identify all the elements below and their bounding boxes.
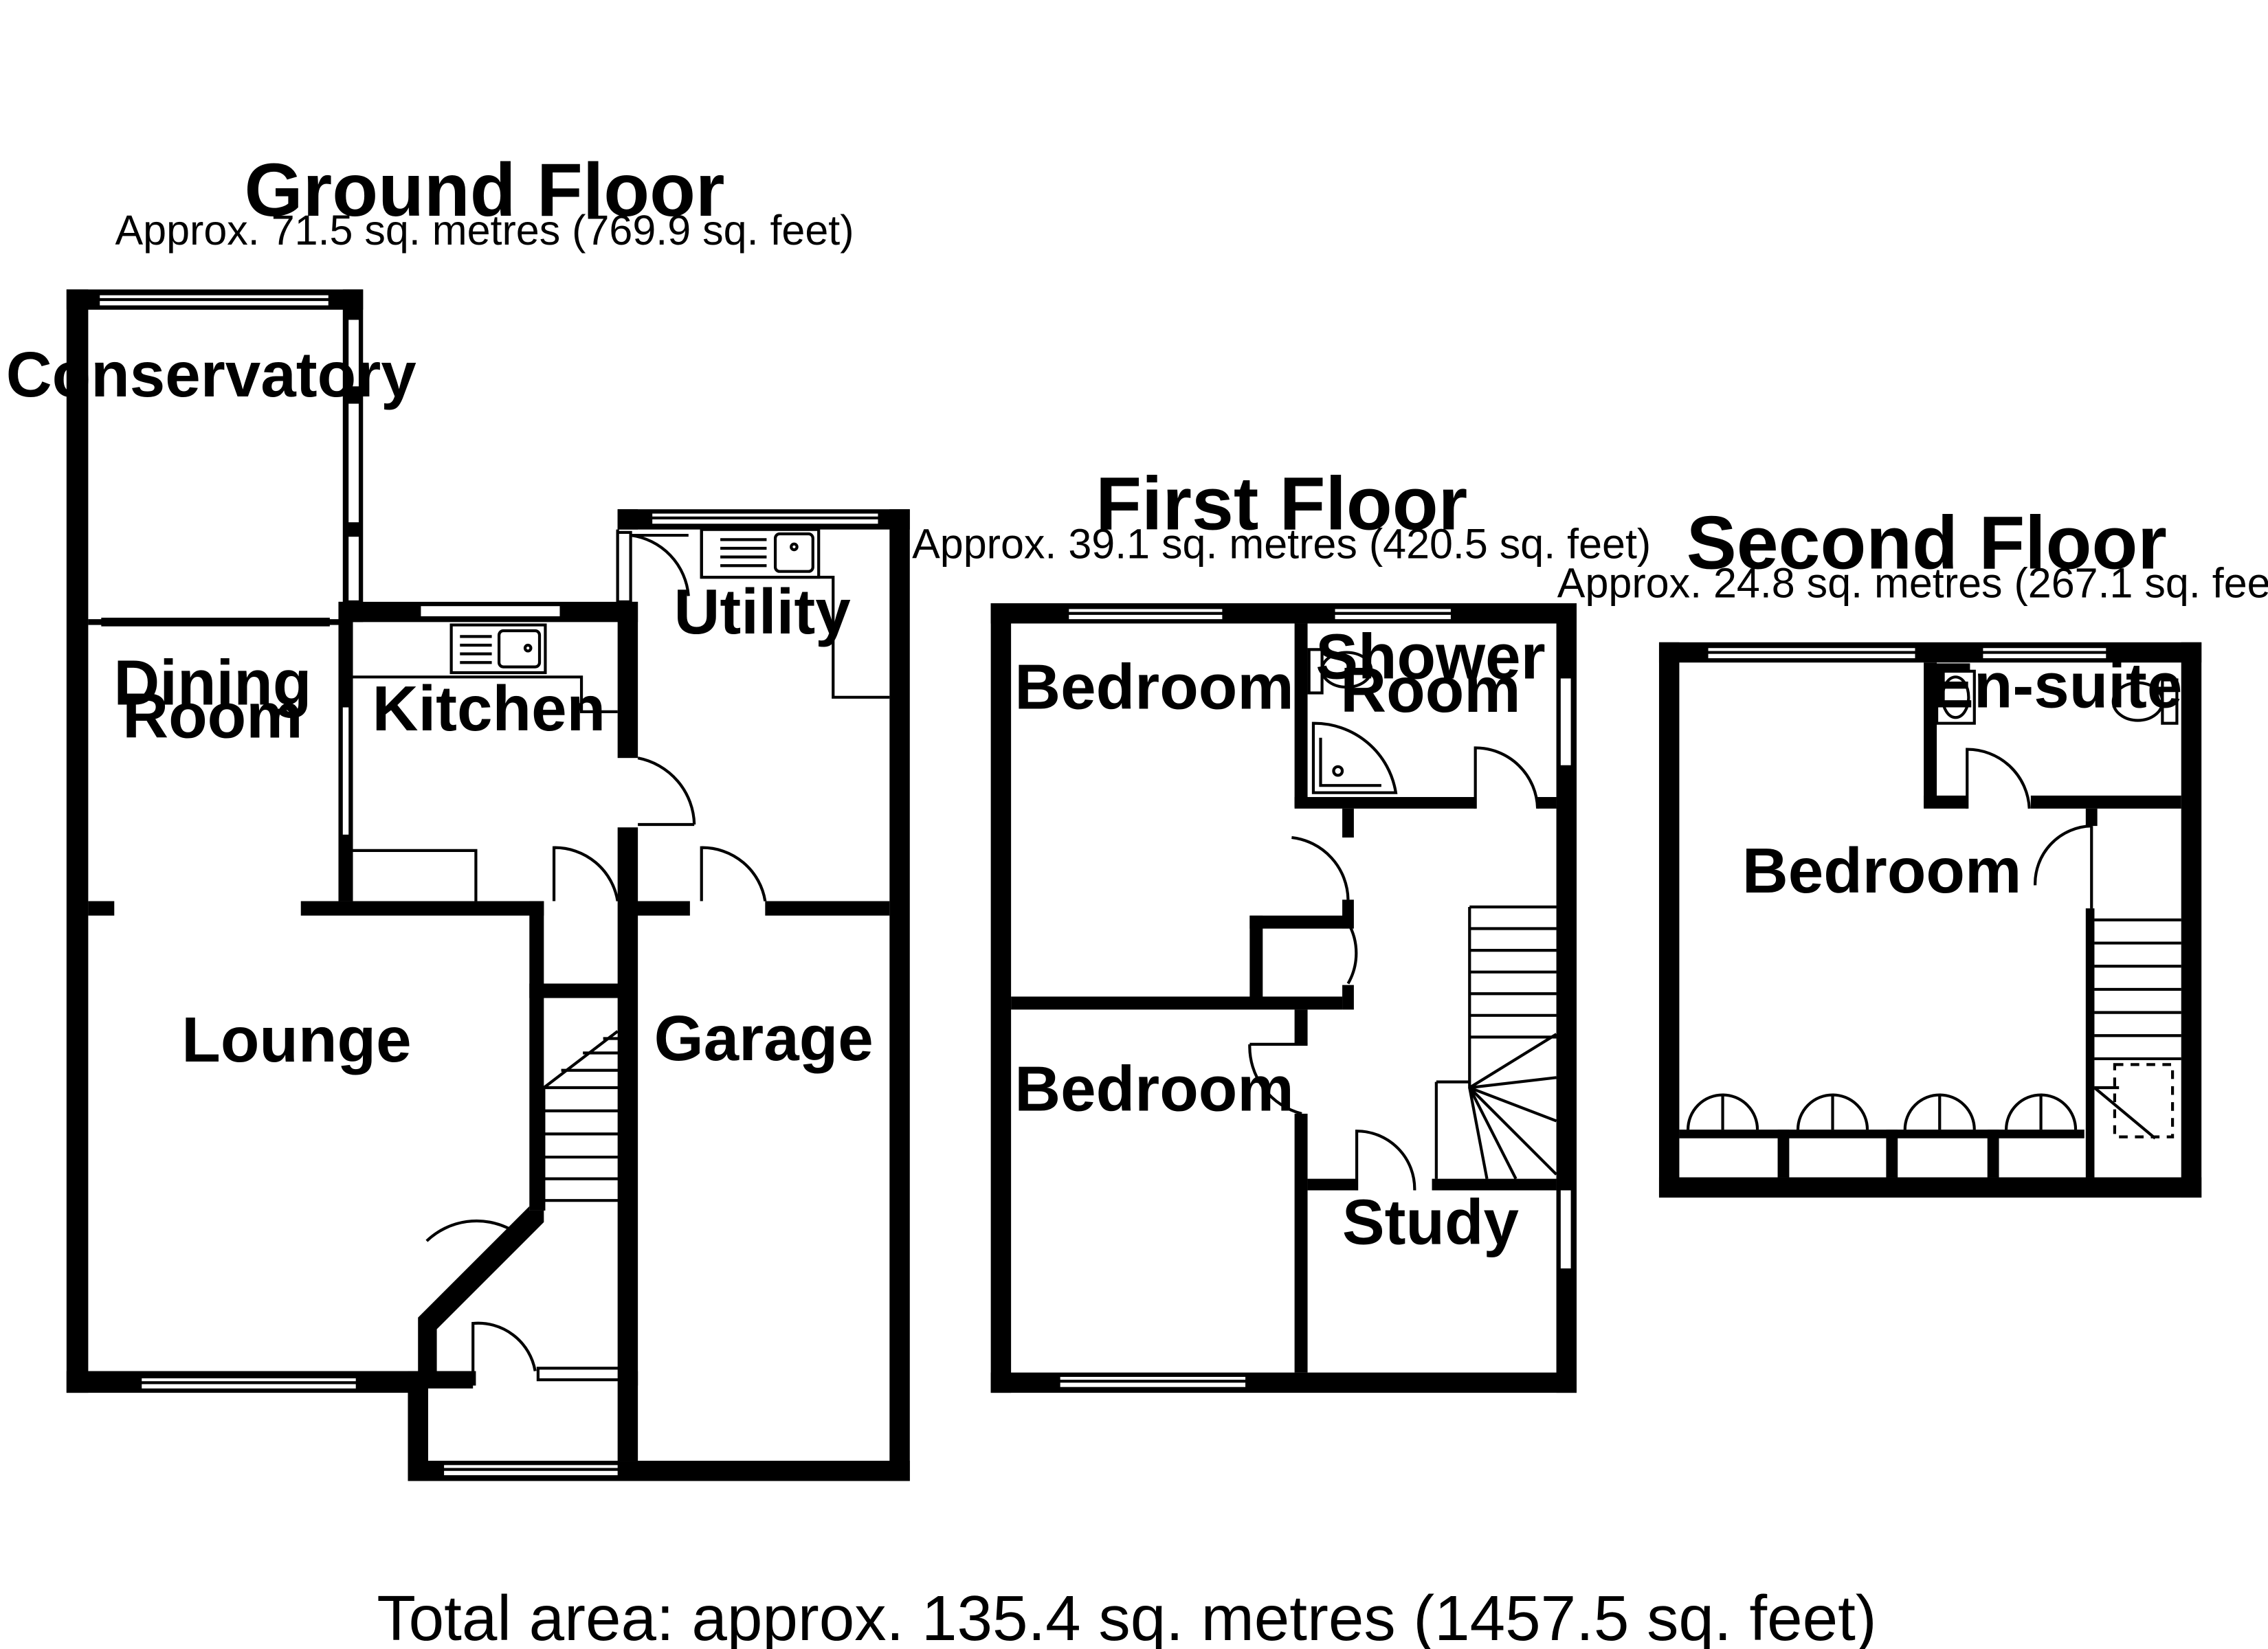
ground-floor-title: Ground Floor [245,148,725,232]
room-label-dining-line2: Room [122,680,302,752]
room-label-shower-line2: Room [1340,654,1520,726]
room-label-shower-line1: Shower [1315,620,1545,692]
ground-floor-fixtures [353,528,890,901]
shower-tray-icon [1311,721,1398,794]
first-floor-windows [1057,606,1574,1390]
first-floor-fixtures [1307,648,1398,794]
first-floor-area: Approx. 39.1 sq. metres (420.5 sq. feet) [912,521,1651,568]
room-label-dining-line1: Dining [113,647,311,718]
ground-floor-stairs [542,1030,624,1211]
ground-floor-walls [66,289,910,1481]
room-label-kitchen: Kitchen [373,673,606,744]
first-floor: First Floor Approx. 39.1 sq. metres (420… [912,462,1651,1393]
room-label-bedroom: Bedroom [1742,835,2021,906]
second-floor-doors [1686,748,2093,1130]
total-area: Total area: approx. 135.4 sq. metres (14… [377,1582,1876,1649]
ground-floor-windows [97,292,881,1479]
second-floor-title: Second Floor [1687,501,2167,585]
room-label-garage: Garage [654,1002,874,1074]
room-label-utility: Utility [674,576,851,647]
second-floor: Second Floor Approx. 24.8 sq. metres (26… [1557,501,2268,1198]
room-label-lounge: Lounge [181,1004,411,1075]
first-floor-doors [1248,746,1539,1191]
second-floor-fixtures [1935,669,2179,725]
ground-floor: Ground Floor Approx. 71.5 sq. metres (76… [6,148,910,1481]
ground-floor-doors [425,529,767,1371]
room-label-bedroom-2: Bedroom [1014,1053,1293,1125]
room-label-study: Study [1342,1186,1519,1257]
first-floor-title: First Floor [1096,462,1467,546]
room-label-ensuite: En-suite [1931,650,2182,721]
first-floor-stairs [1434,905,1558,1180]
second-floor-stairs [2093,918,2181,1140]
second-floor-windows [1705,645,2109,662]
second-floor-area: Approx. 24.8 sq. metres (267.1 sq. feet) [1557,560,2268,607]
room-label-bedroom-1: Bedroom [1014,651,1293,723]
room-label-conservatory: Conservatory [6,339,416,410]
ground-floor-area: Approx. 71.5 sq. metres (769.9 sq. feet) [115,207,854,254]
